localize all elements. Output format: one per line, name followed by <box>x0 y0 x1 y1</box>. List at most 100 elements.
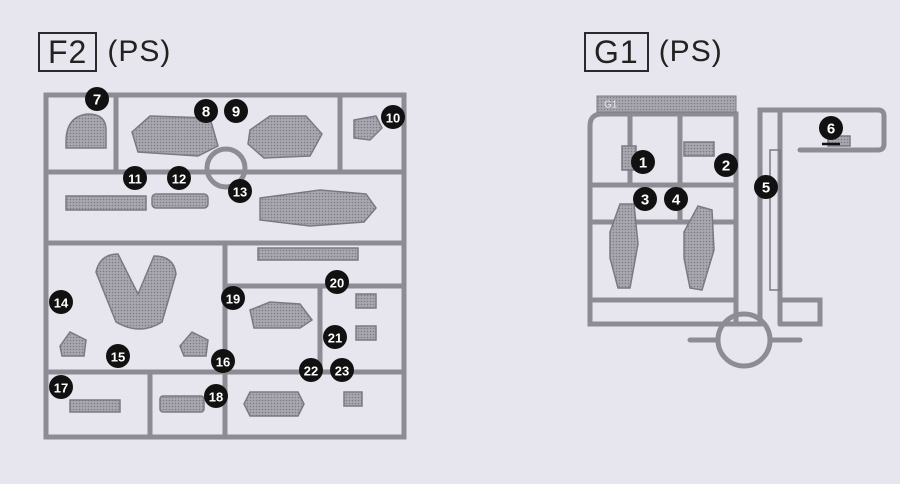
part-marker-dot <box>664 187 688 211</box>
part-marker-dot <box>299 358 323 382</box>
part-shape-2 <box>683 205 715 291</box>
part-marker-dot <box>106 344 130 368</box>
part-marker-19: 19 <box>221 286 245 310</box>
part-marker-dot <box>323 325 347 349</box>
runner-tag-label-g1: G1 <box>604 100 618 111</box>
part-marker-dot <box>123 166 147 190</box>
runner-material-g1: (PS) <box>658 35 723 68</box>
part-number-label: 17 <box>54 381 68 396</box>
part-marker-dot <box>167 166 191 190</box>
part-number-label: 4 <box>672 192 681 209</box>
runner-hub-f2 <box>204 146 248 190</box>
part-number-label: 6 <box>827 121 835 138</box>
part-shape-18 <box>159 395 205 413</box>
part-shape-11 <box>65 195 147 211</box>
part-shape-f2-bar <box>257 247 359 261</box>
part-marker-15: 15 <box>106 344 130 368</box>
part-marker-dot <box>204 384 228 408</box>
part-number-label: 16 <box>216 355 230 370</box>
part-marker-dot <box>819 116 843 140</box>
part-shape-10 <box>353 115 383 141</box>
runner-parts-f2 <box>59 113 383 417</box>
part-marker-dot <box>49 375 73 399</box>
part-marker-dot <box>325 270 349 294</box>
part-shape-5 <box>769 149 781 291</box>
part-number-label: 9 <box>232 104 240 121</box>
part-marker-dot <box>221 286 245 310</box>
part-marker-13: 13 <box>228 179 252 203</box>
part-marker-4: 4 <box>664 187 688 211</box>
part-marker-14: 14 <box>49 290 73 314</box>
part-number-label: 23 <box>335 364 349 379</box>
runner-material-f2: (PS) <box>107 35 172 68</box>
part-marker-22: 22 <box>299 358 323 382</box>
part-marker-dot <box>194 99 218 123</box>
part-shape-21 <box>355 325 377 341</box>
part-marker-dot <box>633 187 657 211</box>
part-marker-dot <box>85 87 109 111</box>
part-marker-11: 11 <box>123 166 147 190</box>
part-marker-20: 20 <box>325 270 349 294</box>
part-number-label: 5 <box>762 180 770 197</box>
part-marker-10: 10 <box>381 105 405 129</box>
part-marker-12: 12 <box>167 166 191 190</box>
part-marker-3: 3 <box>633 187 657 211</box>
part-marker-dot <box>211 349 235 373</box>
part-number-label: 13 <box>233 185 247 200</box>
runner-title-f2: F2 (PS) <box>38 32 171 72</box>
part-marker-dot <box>631 150 655 174</box>
runner-title-g1: G1 (PS) <box>584 32 723 72</box>
part-shape-15 <box>95 253 177 330</box>
part-number-label: 19 <box>226 292 240 307</box>
part-shape-20 <box>355 293 377 309</box>
part-marker-21: 21 <box>323 325 347 349</box>
part-shape-8 <box>131 115 219 157</box>
part-number-label: 7 <box>93 92 101 109</box>
part-marker-dot <box>714 153 738 177</box>
part-marker-dot <box>330 358 354 382</box>
part-shape-23 <box>343 391 363 407</box>
part-number-label: 22 <box>304 364 318 379</box>
part-shape-7 <box>65 113 107 149</box>
part-number-label: 10 <box>386 111 400 126</box>
runner-hub-g1 <box>715 311 773 369</box>
part-shape-17 <box>69 399 121 413</box>
part-number-label: 12 <box>172 172 186 187</box>
part-marker-dot <box>754 175 778 199</box>
part-shape-9 <box>247 115 323 159</box>
part-marker-8: 8 <box>194 99 218 123</box>
part-marker-16: 16 <box>211 349 235 373</box>
part-shape-1 <box>609 203 639 289</box>
part-marker-17: 17 <box>49 375 73 399</box>
part-number-label: 11 <box>128 172 142 187</box>
part-shape-3 <box>683 141 715 157</box>
runner-code-g1: G1 <box>584 32 649 72</box>
part-number-label: 15 <box>111 350 125 365</box>
part-marker-18: 18 <box>204 384 228 408</box>
part-marker-23: 23 <box>330 358 354 382</box>
part-number-label: 20 <box>330 276 344 291</box>
part-number-label: 8 <box>202 104 210 121</box>
runner-tag-g1 <box>596 95 737 113</box>
runner-frame-f2 <box>43 92 407 440</box>
part-shape-19 <box>249 301 314 329</box>
part-marker-7: 7 <box>85 87 109 111</box>
runner-code-f2: F2 <box>38 32 98 72</box>
part-marker-dot <box>49 290 73 314</box>
part-number-label: 21 <box>328 331 342 346</box>
part-marker-dot <box>228 179 252 203</box>
part-shape-14 <box>59 331 87 357</box>
part-marker-6: 6 <box>819 116 843 146</box>
part-number-label: 14 <box>54 296 69 311</box>
part-shape-13 <box>259 189 377 227</box>
part-shape-16 <box>179 331 209 357</box>
part-marker-5: 5 <box>754 175 778 199</box>
part-shape-22 <box>243 391 305 417</box>
part-shape-12 <box>151 193 209 209</box>
part-marker-dot <box>381 105 405 129</box>
part-number-label: 18 <box>209 390 223 405</box>
part-marker-2: 2 <box>714 153 738 177</box>
part-marker-dot <box>224 99 248 123</box>
